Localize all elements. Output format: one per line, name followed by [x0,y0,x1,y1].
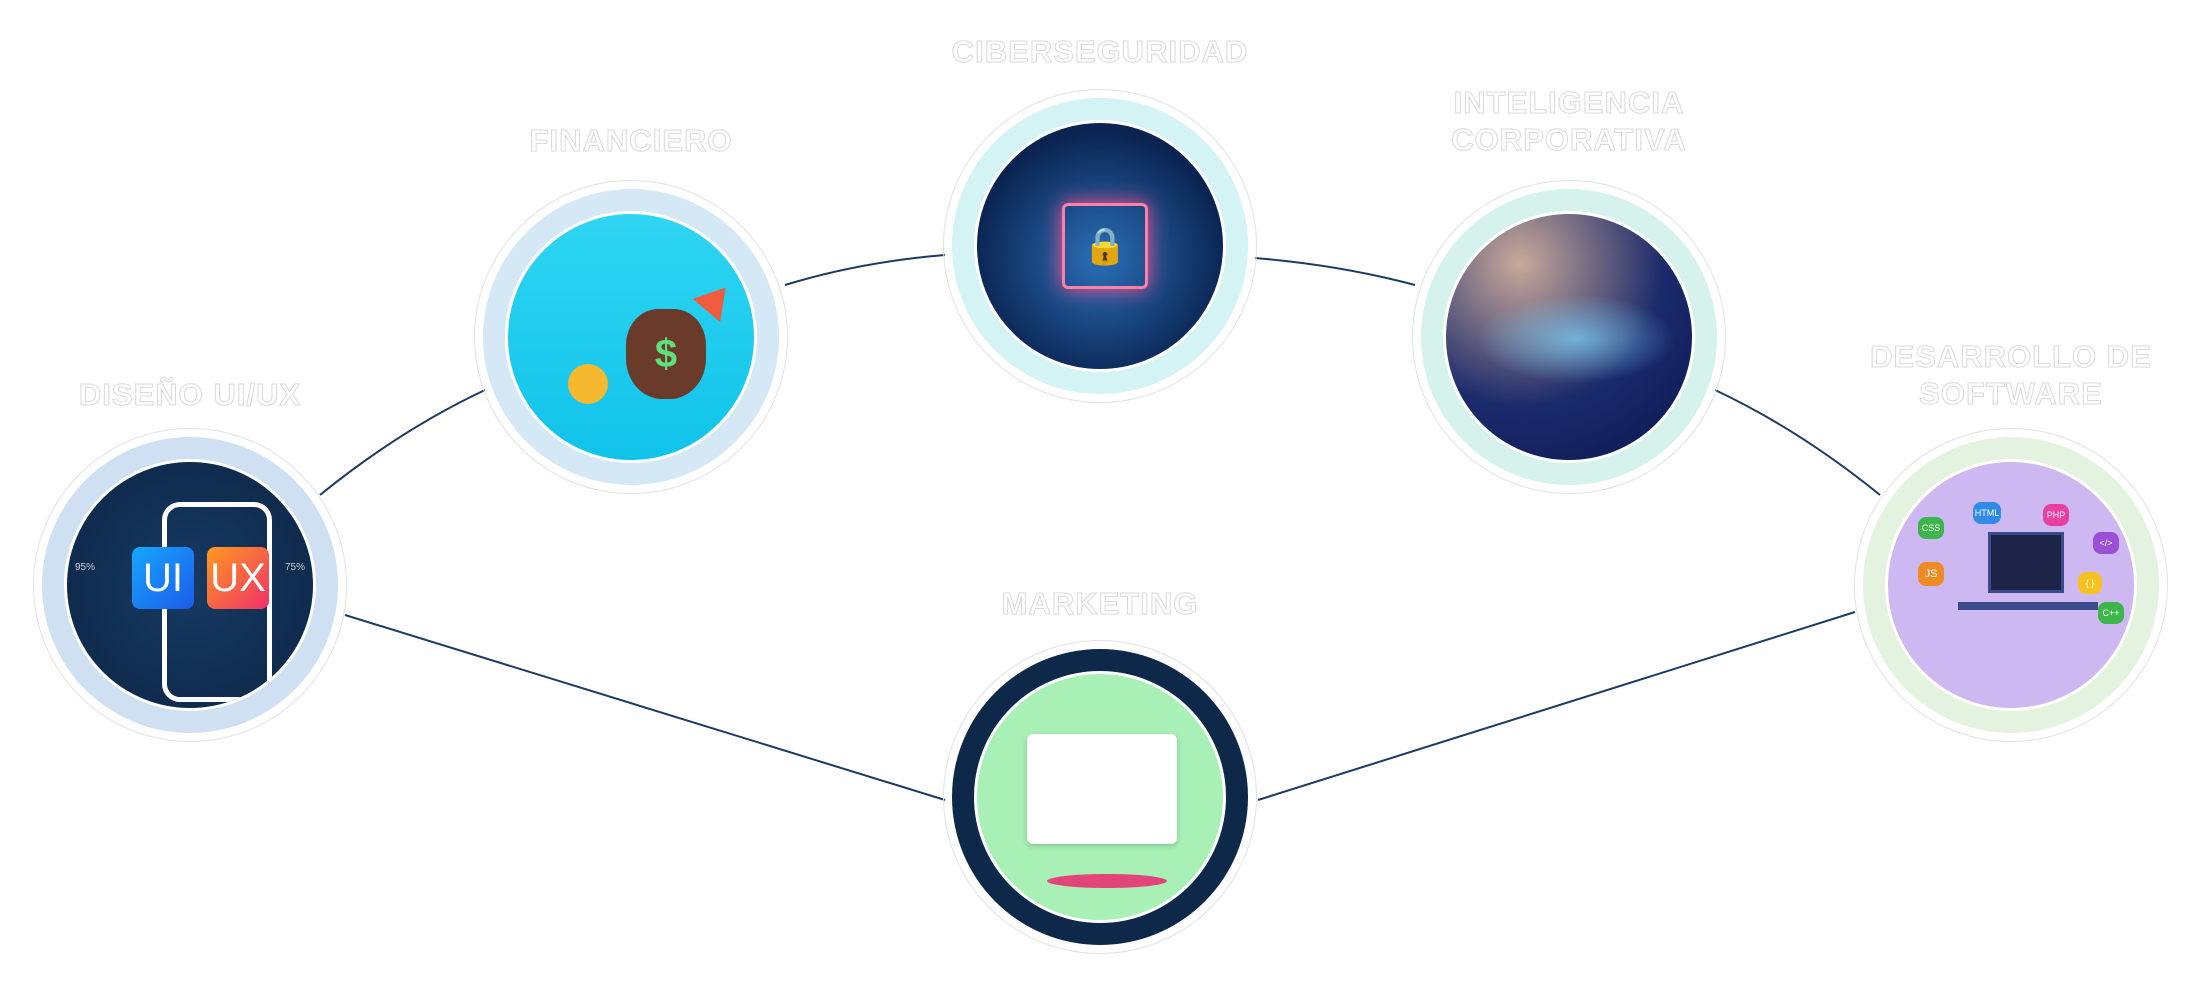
node-uiux[interactable]: UI UX 95% 75% [33,428,347,742]
arrow-up-icon [692,275,740,323]
uiux-image: UI UX 95% 75% [64,459,316,711]
code-tag: { } [2078,572,2102,594]
code-tag: HTML [1973,502,2001,524]
link-marketing-desarrollo [1257,611,1856,801]
desarrollo-image: CSS HTML PHP JS C++ </> { } [1885,459,2137,711]
ciberseguridad-image: 🔒 [974,120,1226,372]
world-map-icon [1476,294,1676,384]
label-line: CORPORATIVA [1451,122,1687,158]
coin-icon [568,364,608,404]
financiero-image: $ [505,211,757,463]
label-financiero: FINANCIERO [529,123,733,159]
code-tag: PHP [2043,504,2069,526]
label-line: INTELIGENCIA [1453,85,1685,121]
label-marketing: MARKETING [1001,586,1199,622]
node-desarrollo[interactable]: CSS HTML PHP JS C++ </> { } [1854,428,2168,742]
label-inteligencia: INTELIGENCIA CORPORATIVA [1451,84,1686,158]
code-tag: C++ [2098,602,2124,624]
link-ciberseguridad-inteligencia [1254,257,1416,286]
money-bag-icon: $ [626,309,706,399]
link-uiux-marketing [344,614,946,801]
ux-tile: UX [207,547,269,609]
dashboard-screen-icon [1027,734,1177,844]
desk-icon [1958,602,2098,610]
ui-tile: UI [132,547,194,609]
label-line: SOFTWARE [1919,376,2103,412]
code-tag: CSS [1918,517,1944,539]
label-uiux: DISEÑO UI/UX [78,377,302,413]
code-tag: </> [2093,532,2119,554]
marketing-image [974,671,1226,923]
node-financiero[interactable]: $ [474,180,788,494]
label-desarrollo: DESARROLLO DE SOFTWARE [1870,338,2152,412]
label-line: DESARROLLO DE [1870,339,2152,375]
floor-mat-icon [1047,874,1167,888]
monitor-icon [1988,532,2064,593]
node-ciberseguridad[interactable]: 🔒 [943,89,1257,403]
code-tag: JS [1918,562,1944,586]
node-inteligencia[interactable] [1412,180,1726,494]
gauge-95: 95% [75,562,96,573]
link-financiero-ciberseguridad [784,254,946,286]
label-ciberseguridad: CIBERSEGURIDAD [951,34,1249,70]
gauge-75: 75% [285,562,306,573]
link-uiux-financiero [319,389,486,496]
node-marketing[interactable] [943,640,1257,954]
link-inteligencia-desarrollo [1714,389,1881,496]
inteligencia-image [1443,211,1695,463]
lock-icon: 🔒 [1062,203,1148,289]
